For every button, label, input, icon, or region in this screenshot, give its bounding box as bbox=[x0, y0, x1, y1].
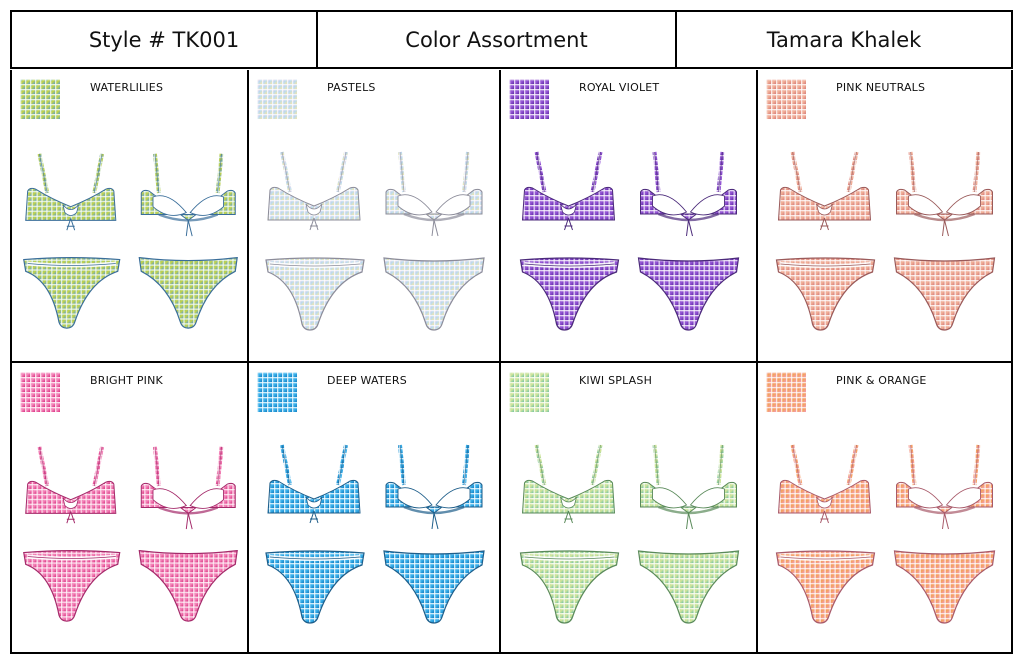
bikini-bottom-front bbox=[265, 257, 365, 331]
bikini-set bbox=[775, 444, 996, 624]
bikini-top-back bbox=[896, 151, 993, 237]
colorway-grid: WATERLILIES bbox=[10, 70, 1013, 654]
designer-name: Tamara Khalek bbox=[766, 27, 922, 52]
bikini-set bbox=[519, 444, 740, 624]
color-swatch bbox=[509, 372, 549, 412]
bikini-top-back bbox=[640, 151, 737, 237]
bikini-top-front bbox=[267, 444, 361, 524]
bikini-top-front bbox=[521, 151, 616, 231]
colorway-panel: ROYAL VIOLET bbox=[501, 70, 758, 363]
bikini-bottom-front bbox=[265, 550, 365, 624]
bikini-top-back bbox=[140, 153, 236, 237]
bikini-set bbox=[23, 153, 238, 329]
color-swatch bbox=[257, 79, 297, 119]
colorway-name: BRIGHT PINK bbox=[90, 374, 163, 387]
gingham-swatch bbox=[257, 79, 297, 119]
colorway-name: PINK & ORANGE bbox=[836, 374, 927, 387]
gingham-swatch bbox=[20, 372, 60, 412]
bikini-illustration bbox=[758, 140, 1011, 340]
color-swatch bbox=[766, 372, 806, 412]
bikini-top-front bbox=[25, 153, 117, 231]
colorway-panel: PINK NEUTRALS bbox=[758, 70, 1011, 363]
style-number: Style # TK001 bbox=[12, 12, 318, 67]
bikini-illustration bbox=[501, 140, 756, 340]
bikini-illustration bbox=[12, 433, 247, 633]
header-bar: Style # TK001 Color Assortment Tamara Kh… bbox=[10, 10, 1013, 69]
gingham-swatch bbox=[509, 372, 549, 412]
bikini-bottom-back bbox=[138, 256, 238, 329]
gingham-swatch bbox=[20, 79, 60, 119]
bikini-top-front bbox=[521, 444, 616, 524]
bikini-bottom-front bbox=[23, 550, 121, 622]
collection-title: Color Assortment bbox=[318, 12, 677, 67]
colorway-panel: WATERLILIES bbox=[12, 70, 249, 363]
colorway-panel: DEEP WATERS bbox=[249, 363, 501, 652]
color-swatch bbox=[257, 372, 297, 412]
bikini-bottom-back bbox=[893, 257, 996, 331]
bikini-set bbox=[775, 151, 996, 331]
colorway-panel: BRIGHT PINK bbox=[12, 363, 249, 652]
color-swatch bbox=[20, 79, 60, 119]
bikini-set bbox=[265, 151, 485, 331]
bikini-top-back bbox=[896, 444, 993, 530]
bikini-illustration bbox=[758, 433, 1011, 633]
gingham-swatch bbox=[509, 79, 549, 119]
bikini-top-back bbox=[640, 444, 737, 530]
bikini-set bbox=[265, 444, 485, 624]
colorway-name: PASTELS bbox=[327, 81, 376, 94]
colorway-name: DEEP WATERS bbox=[327, 374, 407, 387]
bikini-illustration bbox=[12, 140, 247, 340]
bikini-top-back bbox=[385, 444, 483, 530]
colorway-name: WATERLILIES bbox=[90, 81, 164, 94]
bikini-bottom-back bbox=[893, 550, 996, 624]
bikini-bottom-back bbox=[383, 257, 485, 331]
bikini-bottom-back bbox=[138, 549, 238, 622]
bikini-bottom-front bbox=[775, 550, 876, 624]
bikini-bottom-back bbox=[637, 257, 740, 331]
bikini-top-back bbox=[385, 151, 483, 237]
colorway-panel: PASTELS bbox=[249, 70, 501, 363]
color-swatch bbox=[509, 79, 549, 119]
bikini-illustration bbox=[249, 433, 499, 633]
colorway-name: ROYAL VIOLET bbox=[579, 81, 660, 94]
colorway-name: PINK NEUTRALS bbox=[836, 81, 926, 94]
gingham-swatch bbox=[766, 79, 806, 119]
bikini-top-front bbox=[267, 151, 361, 231]
bikini-set bbox=[519, 151, 740, 331]
bikini-top-front bbox=[25, 446, 117, 524]
bikini-bottom-back bbox=[637, 550, 740, 624]
bikini-top-back bbox=[140, 446, 236, 530]
colorway-panel: KIWI SPLASH bbox=[501, 363, 758, 652]
bikini-illustration bbox=[501, 433, 756, 633]
bikini-bottom-back bbox=[383, 550, 485, 624]
bikini-set bbox=[23, 446, 238, 622]
bikini-top-front bbox=[777, 444, 872, 524]
gingham-swatch bbox=[257, 372, 297, 412]
bikini-illustration bbox=[249, 140, 499, 340]
bikini-top-front bbox=[777, 151, 872, 231]
bikini-bottom-front bbox=[775, 257, 876, 331]
color-swatch bbox=[766, 79, 806, 119]
bikini-bottom-front bbox=[23, 257, 121, 329]
colorway-panel: PINK & ORANGE bbox=[758, 363, 1011, 652]
bikini-bottom-front bbox=[519, 550, 620, 624]
bikini-bottom-front bbox=[519, 257, 620, 331]
color-swatch bbox=[20, 372, 60, 412]
gingham-swatch bbox=[766, 372, 806, 412]
colorway-name: KIWI SPLASH bbox=[579, 374, 653, 387]
